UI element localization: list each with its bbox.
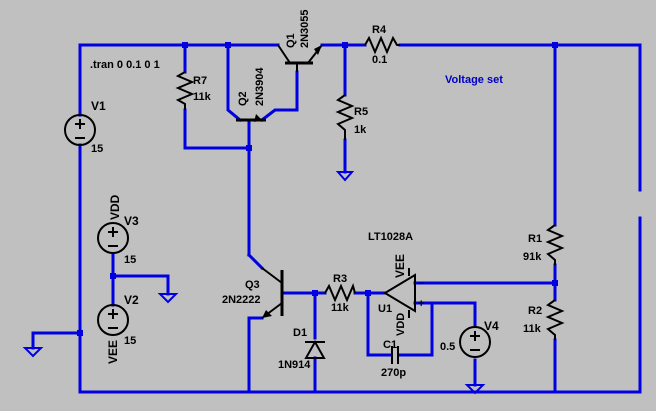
resistor-r4 [364, 35, 400, 55]
diode-d1 [304, 339, 326, 359]
v1-value: 15 [91, 143, 103, 155]
vee-net-label-left: VEE [106, 340, 120, 364]
v4-value: 0.5 [440, 341, 455, 353]
d1-model: 1N914 [278, 359, 311, 371]
capacitor-c1 [391, 346, 399, 364]
vdd-net-label: VDD [108, 194, 122, 220]
r7-ref: R7 [193, 75, 207, 87]
r4-value: 0.1 [372, 54, 387, 66]
ground-symbols [22, 171, 486, 395]
vee-net-label-opamp: VEE [393, 254, 407, 278]
r5-ref: R5 [354, 106, 368, 118]
q1-ref: Q1 [285, 33, 297, 48]
r1-value: 91k [523, 251, 542, 263]
svg-text:−: − [418, 278, 424, 290]
v2-ref: V2 [124, 293, 139, 307]
svg-text:+: + [418, 298, 424, 310]
v3-ref: V3 [124, 214, 139, 228]
q3-ref: Q3 [245, 279, 260, 291]
r7-value: 11k [193, 91, 212, 103]
r4-ref: R4 [372, 24, 387, 36]
r5-value: 1k [354, 124, 367, 136]
transistor-q3 [261, 267, 284, 319]
r2-ref: R2 [528, 305, 542, 317]
junctions [77, 42, 558, 336]
c1-ref: C1 [383, 339, 397, 351]
vdd-net-label-opamp: VDD [395, 313, 407, 336]
q2-ref: Q2 [237, 91, 249, 106]
q2-model: 2N3904 [254, 67, 266, 106]
r3-value: 11k [331, 302, 350, 314]
q3-model: 2N2222 [222, 294, 261, 306]
voltage-set-note: Voltage set [445, 74, 503, 86]
transistor-q1 [277, 44, 323, 72]
source-v4 [459, 326, 491, 358]
resistor-r7 [175, 71, 195, 110]
r2-value: 11k [523, 323, 542, 335]
opamp-u1: − + [383, 268, 424, 318]
resistor-r1 [545, 224, 565, 265]
opamp-model: LT1028A [368, 231, 413, 243]
resistor-r3 [324, 283, 356, 303]
spice-directive: .tran 0 0.1 0 1 [90, 59, 160, 71]
r3-ref: R3 [333, 273, 347, 285]
wires [31, 43, 642, 394]
source-v3 [97, 222, 129, 254]
v3-value: 15 [124, 254, 136, 266]
v2-value: 15 [124, 335, 136, 347]
source-v1 [64, 114, 96, 146]
v4-ref: V4 [484, 319, 499, 333]
c1-value: 270p [381, 367, 406, 379]
u1-ref: U1 [378, 303, 392, 315]
resistor-r5 [335, 94, 355, 140]
v1-ref: V1 [91, 99, 106, 113]
resistor-r2 [545, 299, 565, 340]
transistor-q2 [236, 114, 266, 122]
source-v2 [97, 304, 129, 336]
q1-model: 2N3055 [299, 9, 311, 48]
r1-ref: R1 [528, 233, 542, 245]
d1-ref: D1 [293, 327, 307, 339]
